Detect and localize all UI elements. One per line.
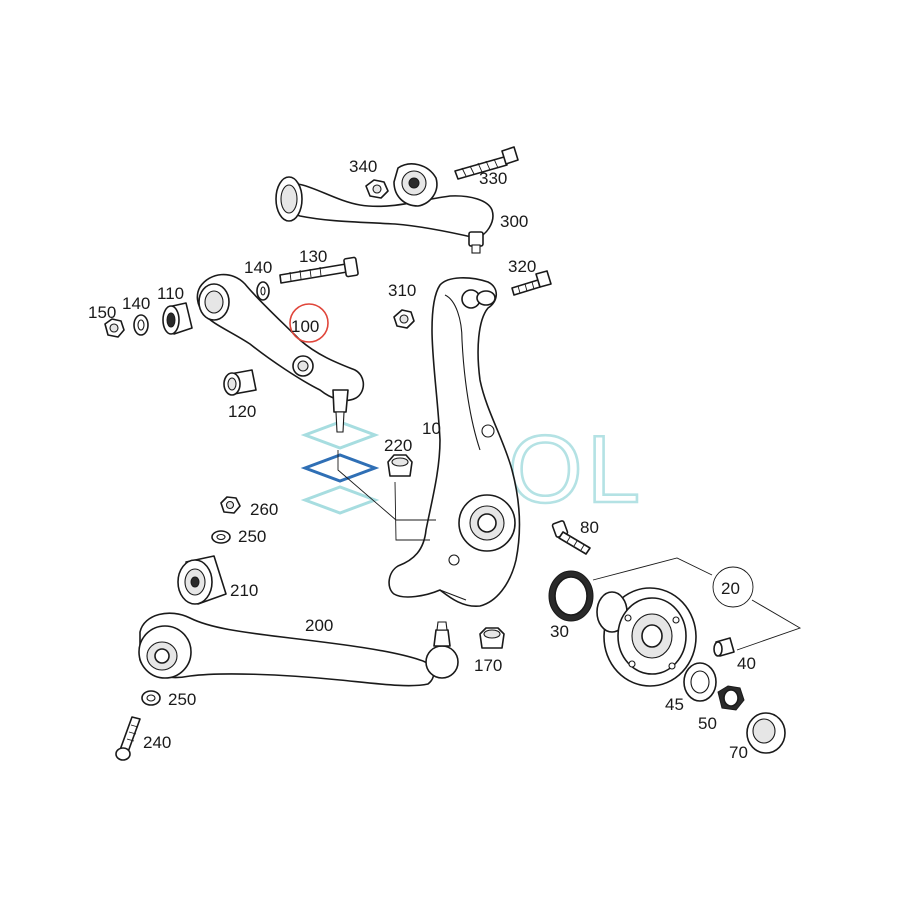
part-170-nut — [479, 627, 505, 649]
label-220: 220 — [384, 436, 412, 455]
label-100: 100 — [291, 317, 319, 336]
label-140-lower: 140 — [122, 294, 150, 313]
part-80-bolt — [551, 520, 591, 555]
label-80: 80 — [580, 518, 599, 537]
watermark-logo-mark — [300, 420, 380, 515]
label-210: 210 — [230, 581, 258, 600]
label-260: 260 — [250, 500, 278, 519]
part-120-bushing — [223, 369, 257, 396]
part-310-nut — [393, 309, 415, 329]
label-150: 150 — [88, 303, 116, 322]
part-140-washer-lower — [133, 314, 149, 336]
label-70: 70 — [729, 743, 748, 762]
part-260-nut — [220, 496, 241, 514]
part-100-control-arm — [196, 273, 365, 433]
label-20: 20 — [721, 579, 740, 598]
label-140-upper: 140 — [244, 258, 272, 277]
label-310: 310 — [388, 281, 416, 300]
part-140-washer-upper — [256, 281, 270, 301]
label-30: 30 — [550, 622, 569, 641]
part-50-nut — [717, 685, 745, 711]
part-250-washer-upper — [211, 530, 231, 544]
part-30-seal-ring — [548, 570, 594, 622]
part-45-washer — [683, 662, 717, 702]
label-120: 120 — [228, 402, 256, 421]
part-320-bolt — [511, 270, 552, 296]
part-labels: 10 20 30 40 45 50 70 80 100 110 120 130 … — [88, 157, 756, 762]
part-20-wheel-hub — [596, 587, 697, 687]
leader-lines — [337, 450, 802, 651]
label-110: 110 — [157, 284, 184, 303]
callout-circle-20 — [712, 566, 754, 608]
part-240-bolt — [115, 716, 141, 761]
part-200-lower-arm — [138, 612, 459, 687]
label-200: 200 — [305, 616, 333, 635]
label-320: 320 — [508, 257, 536, 276]
label-170: 170 — [474, 656, 502, 675]
part-130-bolt — [279, 256, 359, 284]
part-210-bushing — [177, 555, 227, 605]
label-250-lower: 250 — [168, 690, 196, 709]
part-220-nut — [387, 454, 413, 477]
part-110-bushing — [162, 302, 193, 335]
part-40-stud — [713, 637, 735, 657]
part-300-upper-control-arm — [275, 163, 494, 254]
label-10: 10 — [422, 419, 441, 438]
label-40: 40 — [737, 654, 756, 673]
label-45: 45 — [665, 695, 684, 714]
label-300: 300 — [500, 212, 528, 231]
label-250-upper: 250 — [238, 527, 266, 546]
label-330: 330 — [479, 169, 507, 188]
part-250-washer-lower — [141, 690, 161, 706]
part-10-steering-knuckle — [388, 277, 521, 607]
label-50: 50 — [698, 714, 717, 733]
part-340-nut — [365, 179, 389, 199]
part-330-bolt — [454, 146, 519, 180]
part-70-dust-cap — [746, 712, 786, 754]
label-240: 240 — [143, 733, 171, 752]
label-340: 340 — [349, 157, 377, 176]
highlight-circle-100 — [289, 303, 329, 343]
part-150-nut — [104, 318, 125, 338]
label-130: 130 — [299, 247, 327, 266]
